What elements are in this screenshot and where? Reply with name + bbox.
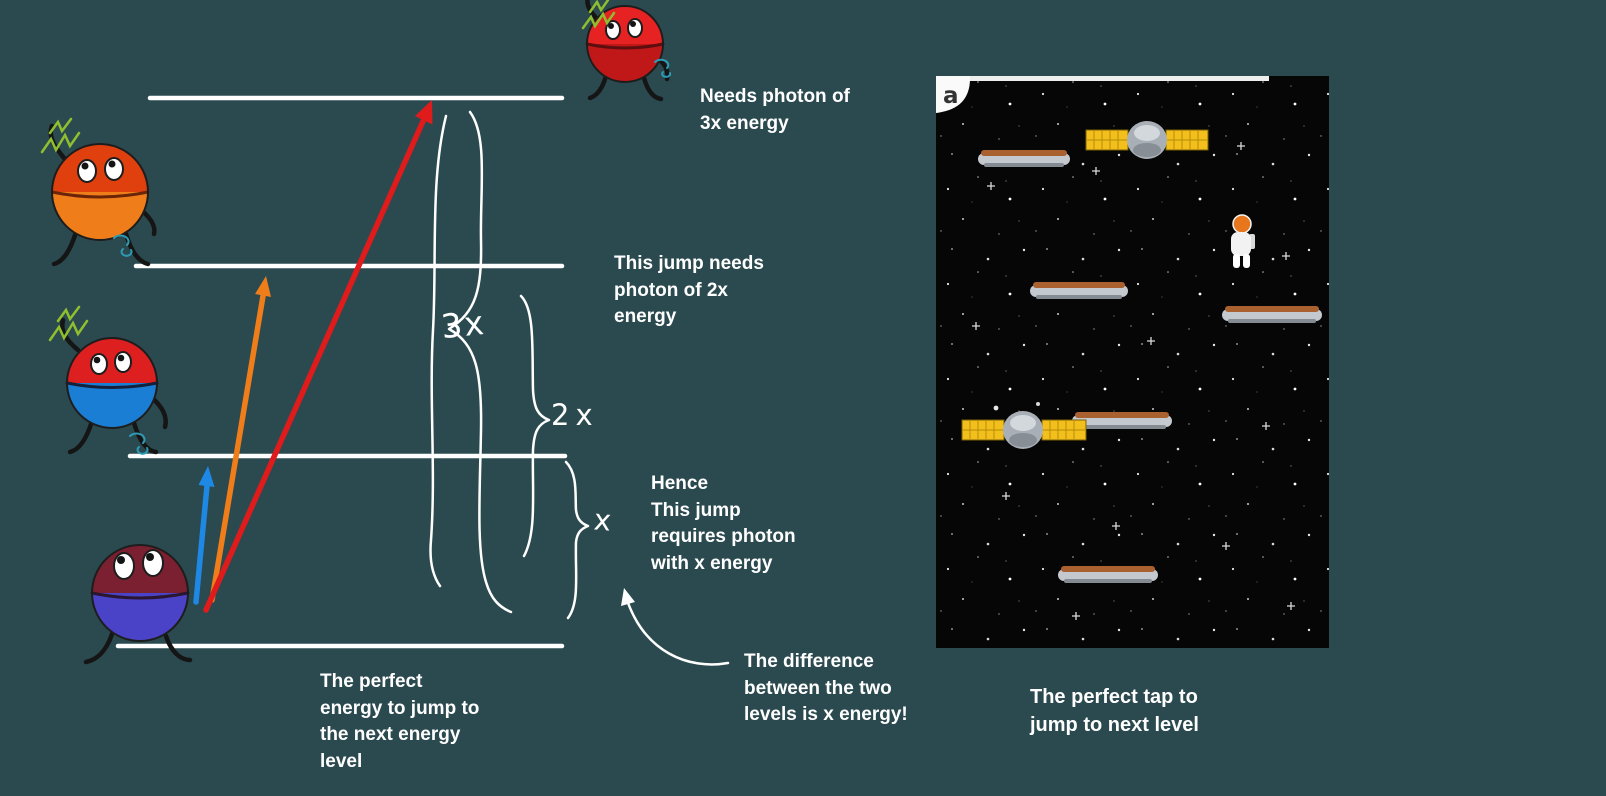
leg <box>51 229 79 267</box>
leg <box>131 420 159 455</box>
astronaut-leg <box>1233 254 1240 268</box>
astronaut-helmet <box>1232 214 1252 234</box>
jump-arrow-x <box>193 483 210 605</box>
swirl-scribble <box>654 58 670 69</box>
astronaut <box>1231 214 1255 268</box>
annotation-jump-2x: This jump needs photon of 2x energy <box>614 253 764 328</box>
game-corner-badge: a <box>936 76 971 113</box>
leg <box>67 418 95 455</box>
atom-level-1 <box>48 305 168 455</box>
measure-braces <box>429 110 590 620</box>
green-scribble <box>48 117 73 135</box>
jump-arrow-3x <box>203 116 427 613</box>
brace-3x-inner <box>429 114 448 588</box>
green-scribble <box>40 131 81 154</box>
difference-pointer-arrow <box>621 588 730 666</box>
jump-arrow-2x-head <box>255 276 271 297</box>
green-scribble <box>56 305 81 323</box>
eye <box>113 552 135 580</box>
game-platform <box>1072 412 1172 429</box>
brace-label-2x: 2x <box>551 398 599 432</box>
game-starfield <box>936 76 1329 648</box>
game-top-strip <box>936 76 1269 81</box>
eye <box>627 18 643 38</box>
atom-ground-state <box>83 544 193 665</box>
leg <box>83 631 115 665</box>
atom-level-2 <box>40 117 157 267</box>
annotation-difference: The difference between the two levels is… <box>744 651 908 726</box>
game-caption: The perfect tap to jump to next level <box>1030 686 1199 736</box>
eye <box>90 353 108 375</box>
satellite <box>961 411 1087 449</box>
annotation-hence-x: Hence This jump requires photon with x e… <box>651 473 796 574</box>
jump-arrow-3x-head <box>415 100 433 125</box>
jump-arrows <box>193 100 433 613</box>
brace-label-3x: 3x <box>439 302 488 347</box>
brace-x <box>564 460 590 620</box>
atom-level-3 <box>581 0 672 102</box>
eye <box>142 549 164 577</box>
energy-levels <box>115 95 568 649</box>
astronaut-leg <box>1243 254 1250 268</box>
brace-2x <box>519 294 551 558</box>
game-platform <box>1030 282 1128 299</box>
game-platform <box>978 150 1070 167</box>
astronaut-body <box>1231 232 1251 256</box>
brace-label-x: x <box>592 502 613 538</box>
game-platform <box>1222 306 1322 323</box>
green-scribble <box>581 11 616 30</box>
jump-arrow-x-head <box>198 466 215 487</box>
jump-arrow-2x <box>209 293 266 603</box>
satellite <box>1085 121 1209 159</box>
swirl-scribble <box>129 432 146 444</box>
eye <box>114 351 132 373</box>
brace-3x <box>447 110 513 614</box>
annotation-perfect-energy: The perfect energy to jump to the next e… <box>320 671 480 772</box>
leg <box>163 633 193 663</box>
game-screenshot: a <box>936 76 1329 648</box>
star-sparkles <box>972 142 1295 620</box>
green-scribble <box>588 0 610 14</box>
leg <box>123 231 151 267</box>
eye <box>605 20 621 40</box>
game-corner-letter: a <box>943 83 959 109</box>
leg <box>641 75 664 102</box>
game-platform <box>1058 566 1158 583</box>
green-scribble <box>48 319 89 342</box>
swirl-scribble <box>113 234 130 246</box>
swirl-scribble <box>120 248 133 257</box>
swirl-scribble <box>661 71 672 78</box>
leg <box>587 73 609 101</box>
annotation-needs-photon-3x: Needs photon of 3x energy <box>700 86 850 134</box>
swirl-scribble <box>136 446 149 455</box>
